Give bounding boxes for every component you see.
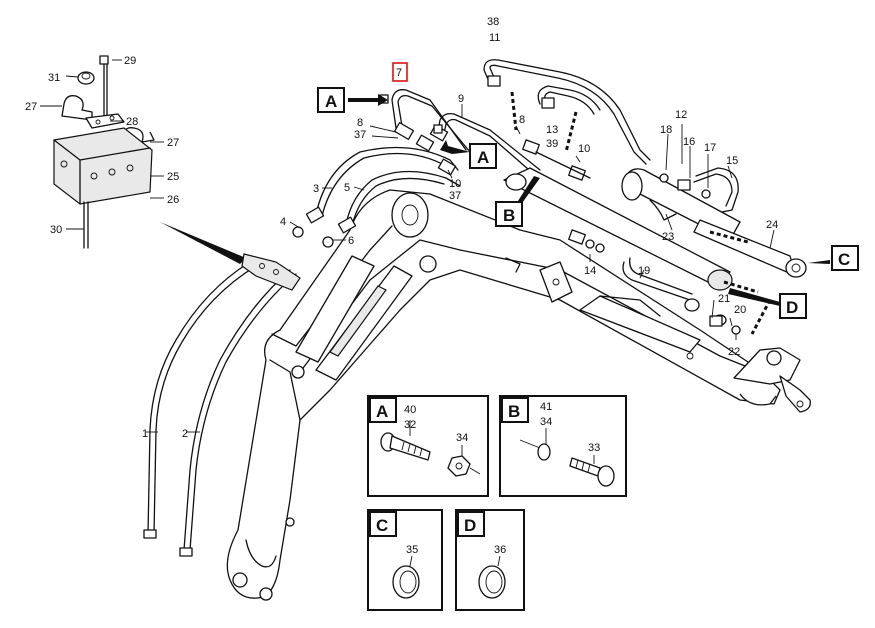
upper-hose-group [348, 89, 541, 179]
panel-d-callout-36[interactable]: 36 [494, 544, 506, 556]
detail-panel-d: D 36 [455, 509, 525, 611]
callout-37b[interactable]: 37 [449, 190, 461, 202]
callout-3[interactable]: 3 [313, 183, 319, 195]
callout-numbers: 1 2 3 4 5 6 7 8 37 9 10 37 38 11 8 13 39… [25, 16, 778, 440]
view-label-c[interactable]: C [838, 250, 850, 269]
callout-18[interactable]: 18 [660, 124, 672, 136]
panel-a-callout-40[interactable]: 40 [404, 404, 416, 416]
clamp-assembly [40, 55, 246, 264]
panel-b-callout-41[interactable]: 41 [540, 401, 552, 413]
callout-8a[interactable]: 8 [357, 117, 363, 129]
callout-23[interactable]: 23 [662, 231, 674, 243]
callout-27b[interactable]: 27 [167, 137, 179, 149]
view-label-b[interactable]: B [503, 206, 515, 225]
callout-22[interactable]: 22 [728, 346, 740, 358]
callout-11[interactable]: 11 [489, 32, 500, 44]
callout-7[interactable]: 7 [396, 67, 402, 79]
callout-4[interactable]: 4 [280, 216, 286, 228]
callout-9[interactable]: 9 [458, 93, 464, 105]
callout-25[interactable]: 25 [167, 171, 179, 183]
panel-c-callout-35[interactable]: 35 [406, 544, 418, 556]
detail-panel-b: B 41 34 33 [499, 395, 627, 497]
callout-39[interactable]: 39 [546, 138, 558, 150]
view-label-a-1[interactable]: A [325, 92, 337, 111]
callout-14[interactable]: 14 [584, 265, 596, 277]
panel-b-letter: B [508, 402, 520, 421]
callout-13[interactable]: 13 [546, 124, 558, 136]
callout-17[interactable]: 17 [704, 142, 716, 154]
callout-2[interactable]: 2 [182, 428, 188, 440]
callout-19[interactable]: 19 [638, 265, 650, 277]
cylinder-assembly [503, 124, 830, 340]
callout-6[interactable]: 6 [348, 235, 354, 247]
callout-37a[interactable]: 37 [354, 129, 366, 141]
callout-10a[interactable]: 10 [449, 178, 461, 190]
panel-c-letter: C [376, 516, 388, 535]
pipes-3-5 [289, 146, 461, 248]
boom-arm [226, 189, 811, 601]
callout-5[interactable]: 5 [344, 182, 350, 194]
callout-31[interactable]: 31 [48, 72, 60, 84]
callout-1[interactable]: 1 [142, 428, 148, 440]
highlight-box [392, 62, 408, 82]
panel-b-callout-33[interactable]: 33 [588, 442, 600, 454]
callout-28[interactable]: 28 [126, 116, 138, 128]
callout-30[interactable]: 30 [50, 224, 62, 236]
callout-21[interactable]: 21 [718, 293, 730, 305]
callout-10b[interactable]: 10 [578, 143, 590, 155]
panel-a-letter: A [376, 402, 388, 421]
callout-20[interactable]: 20 [734, 304, 746, 316]
hose-lines-1-2 [143, 253, 301, 557]
callout-24[interactable]: 24 [766, 219, 778, 231]
callout-27a[interactable]: 27 [25, 101, 37, 113]
view-label-d[interactable]: D [786, 298, 798, 317]
top-hose-group [483, 59, 651, 181]
callout-16[interactable]: 16 [683, 136, 695, 148]
panel-d-letter: D [464, 516, 476, 535]
callout-8b[interactable]: 8 [519, 114, 525, 126]
callout-38[interactable]: 38 [487, 16, 499, 28]
callout-26[interactable]: 26 [167, 194, 179, 206]
callout-15[interactable]: 15 [726, 155, 738, 167]
view-label-a-2[interactable]: A [477, 148, 489, 167]
panel-a-callout-34[interactable]: 34 [456, 432, 468, 444]
panel-b-callout-34[interactable]: 34 [540, 416, 552, 428]
detail-panel-c: C 35 [367, 509, 443, 611]
detail-panel-a: A 40 32 34 [367, 395, 489, 497]
view-labels: A A B C D [317, 87, 859, 319]
callout-12[interactable]: 12 [675, 109, 687, 121]
callout-29[interactable]: 29 [124, 55, 136, 67]
